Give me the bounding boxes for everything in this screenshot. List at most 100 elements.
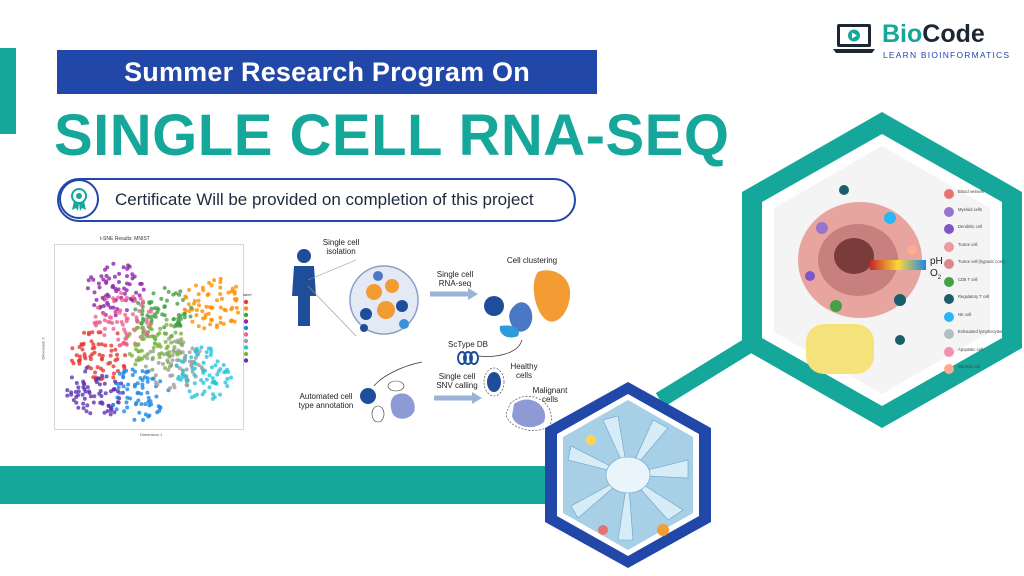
tsne-point bbox=[105, 300, 110, 305]
tsne-point bbox=[129, 353, 134, 358]
tsne-point bbox=[124, 342, 129, 347]
ph-label: pH bbox=[930, 256, 943, 267]
tsne-point bbox=[230, 305, 235, 310]
tsne-point bbox=[115, 369, 120, 373]
tsne-point bbox=[192, 372, 197, 377]
tsne-point bbox=[108, 389, 113, 394]
tsne-point bbox=[173, 330, 178, 335]
tsne-point bbox=[79, 342, 84, 347]
tsne-point bbox=[164, 317, 169, 322]
tsne-legend-swatch bbox=[243, 312, 249, 318]
tsne-point bbox=[112, 371, 116, 376]
tsne-point bbox=[149, 309, 153, 314]
tsne-point bbox=[145, 390, 150, 395]
tsne-legend-swatch bbox=[243, 351, 249, 357]
tsne-point bbox=[158, 405, 163, 410]
tsne-point bbox=[229, 289, 234, 294]
tsne-point bbox=[192, 381, 197, 386]
step-sctype-db: ScType DB bbox=[447, 340, 488, 349]
tsne-point bbox=[113, 358, 118, 363]
tsne-point bbox=[182, 356, 187, 361]
tsne-point bbox=[90, 330, 95, 335]
tsne-point bbox=[171, 292, 176, 297]
tsne-point bbox=[140, 369, 145, 374]
tsne-point bbox=[141, 333, 145, 337]
tsne-point bbox=[178, 323, 183, 327]
tumor-legend-label: Myeloid cells bbox=[958, 206, 982, 212]
tsne-point bbox=[209, 365, 214, 370]
tsne-point bbox=[88, 357, 93, 362]
tsne-point bbox=[172, 345, 177, 350]
tsne-point bbox=[130, 312, 135, 317]
tsne-point bbox=[112, 387, 117, 392]
tsne-point bbox=[125, 316, 130, 321]
tsne-point bbox=[162, 313, 167, 318]
tsne-point bbox=[147, 413, 152, 418]
tsne-point bbox=[100, 353, 105, 358]
logo-brand-part1: Bio bbox=[882, 20, 923, 48]
tsne-point bbox=[218, 276, 223, 281]
tumor-legend-swatch bbox=[944, 329, 954, 339]
tsne-point bbox=[123, 353, 128, 358]
o2-label: O2 bbox=[930, 268, 941, 281]
biocode-logo[interactable]: BioCode LEARN BIOINFORMATICS bbox=[832, 20, 1012, 64]
o2-label-subscript: 2 bbox=[937, 275, 942, 281]
tsne-point bbox=[192, 366, 197, 371]
tsne-point bbox=[133, 343, 138, 347]
tsne-point bbox=[145, 352, 150, 357]
tsne-point bbox=[201, 380, 206, 385]
tsne-point bbox=[141, 287, 146, 292]
tsne-point bbox=[180, 375, 185, 379]
tsne-point bbox=[120, 298, 125, 303]
tsne-point bbox=[154, 394, 159, 399]
tumor-legend-swatch bbox=[944, 259, 954, 269]
tsne-point bbox=[141, 336, 146, 341]
tsne-point bbox=[182, 315, 187, 320]
tsne-point bbox=[193, 361, 198, 366]
tumor-legend-swatch bbox=[944, 311, 954, 322]
tsne-point bbox=[155, 332, 160, 337]
tsne-point bbox=[115, 352, 119, 357]
tsne-point bbox=[134, 326, 139, 330]
tsne-point bbox=[100, 373, 105, 378]
tsne-point bbox=[113, 286, 118, 291]
tsne-point bbox=[109, 343, 114, 348]
tsne-point bbox=[116, 295, 120, 300]
tsne-point bbox=[201, 288, 206, 293]
tsne-point bbox=[90, 346, 95, 351]
tsne-point bbox=[185, 383, 190, 388]
tsne-point bbox=[167, 364, 172, 369]
tsne-point bbox=[111, 375, 116, 380]
tsne-point bbox=[116, 400, 121, 405]
tsne-point bbox=[144, 370, 149, 375]
tsne-point bbox=[84, 366, 89, 370]
step-cell-clustering: Cell clustering bbox=[506, 256, 558, 265]
tsne-point bbox=[151, 345, 156, 350]
tsne-point bbox=[120, 342, 125, 347]
tsne-point bbox=[125, 387, 130, 392]
tsne-point bbox=[179, 337, 184, 342]
tsne-point bbox=[236, 310, 240, 315]
tsne-legend-swatch bbox=[243, 306, 249, 311]
tsne-point bbox=[186, 302, 191, 307]
tsne-point bbox=[185, 378, 189, 383]
certificate-badge-icon bbox=[59, 179, 99, 219]
tsne-point bbox=[176, 316, 181, 321]
laptop-play-icon bbox=[832, 22, 876, 56]
tsne-legend bbox=[243, 299, 249, 363]
tsne-point bbox=[74, 381, 79, 385]
tsne-point bbox=[146, 399, 151, 404]
tumor-legend-item: Blood vessels bbox=[944, 186, 1024, 204]
tsne-point bbox=[115, 389, 120, 394]
tsne-point bbox=[213, 363, 218, 368]
tsne-point bbox=[88, 411, 93, 416]
tsne-point bbox=[218, 392, 222, 397]
tsne-point bbox=[174, 363, 179, 368]
tsne-point bbox=[206, 346, 211, 351]
tsne-point bbox=[94, 297, 99, 302]
tsne-plot: t-SNE Results: MNIST Dimension 1 Dimensi… bbox=[40, 236, 272, 440]
tsne-point bbox=[111, 326, 116, 331]
logo-brand: BioCode bbox=[882, 20, 985, 49]
tumor-legend-label: Tumor cell bbox=[958, 241, 978, 247]
tsne-point bbox=[157, 355, 162, 360]
